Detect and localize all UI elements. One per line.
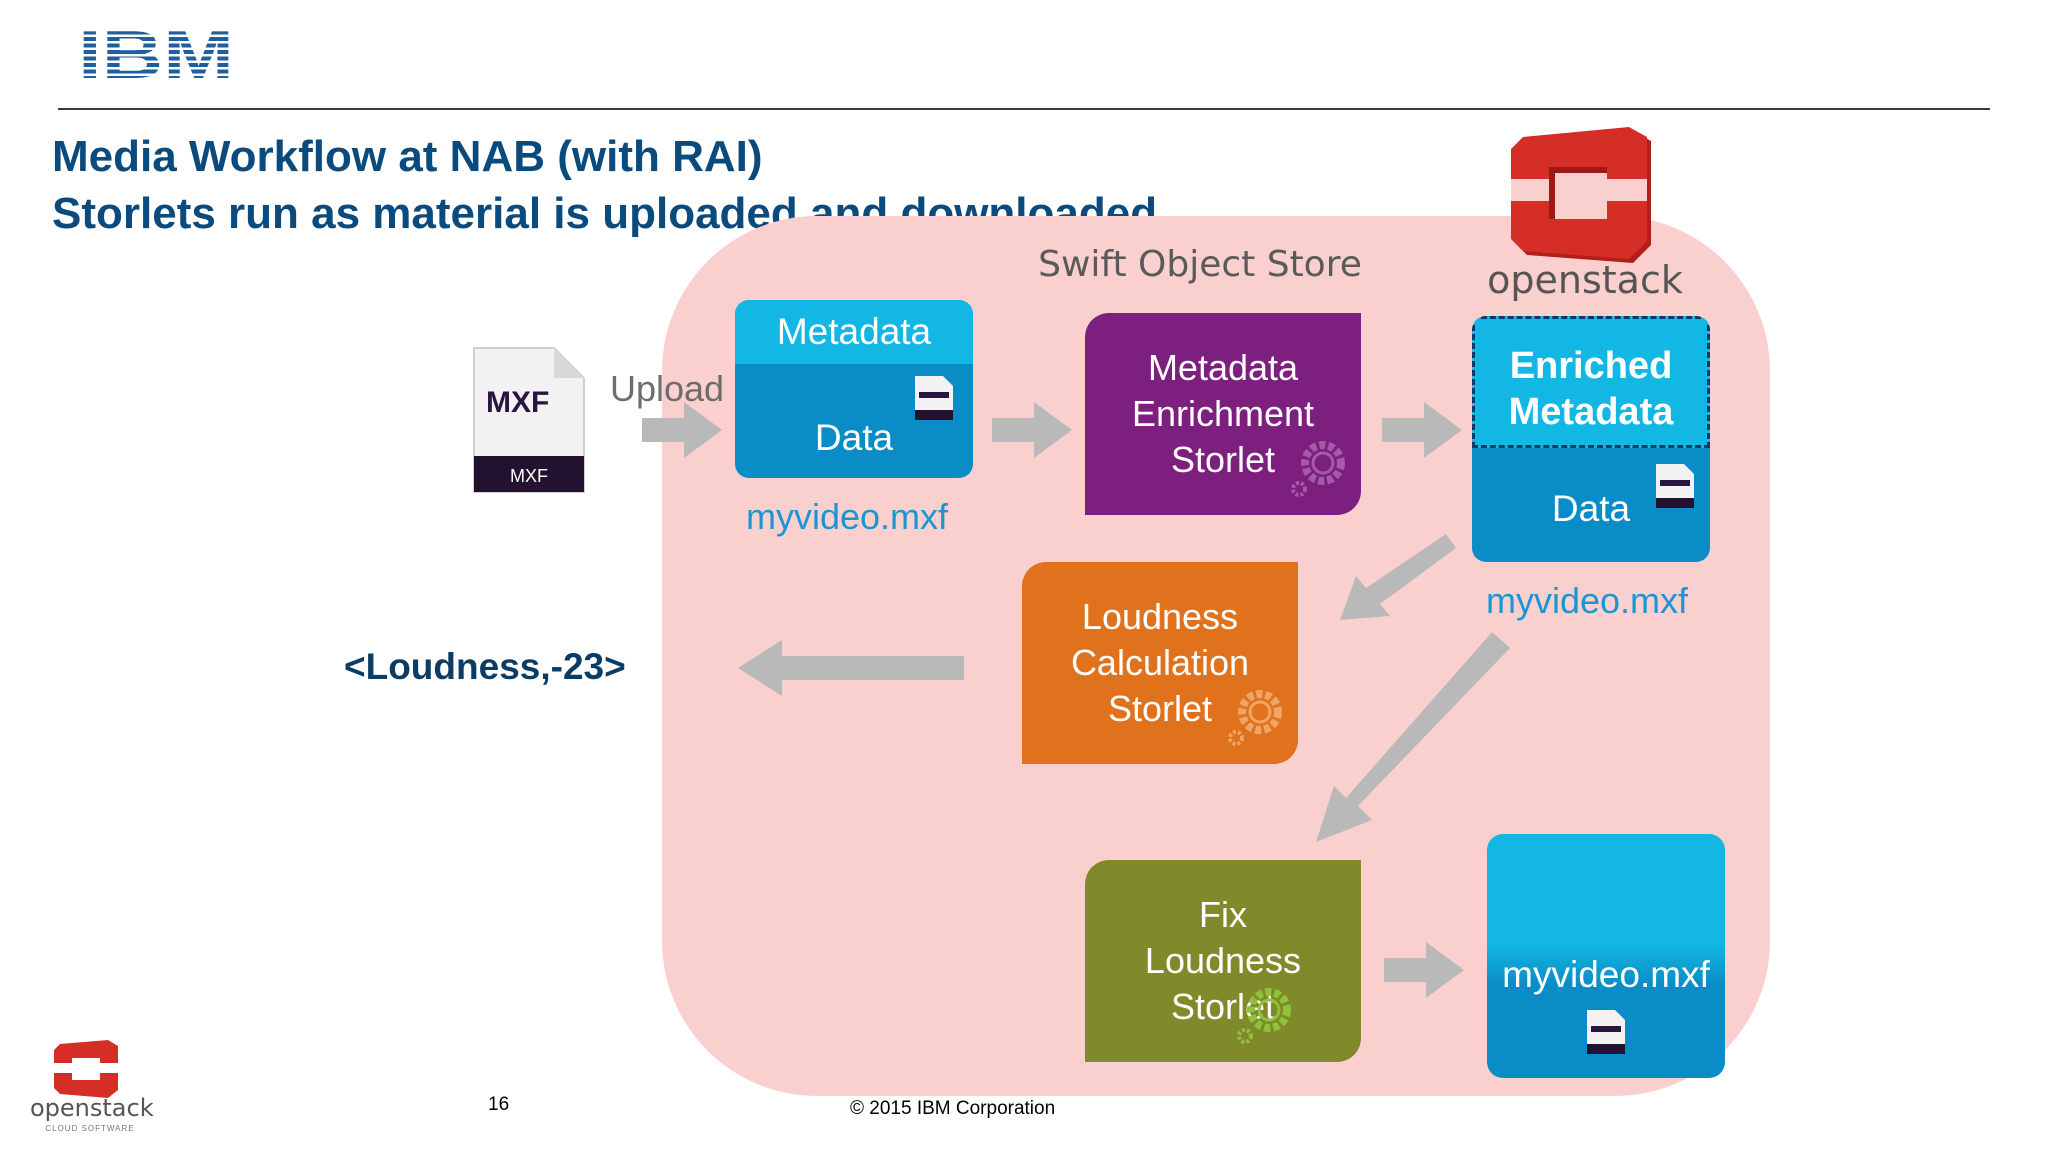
openstack-footer-wordmark: openstack bbox=[30, 1094, 154, 1122]
original-data-label: Data bbox=[814, 417, 894, 458]
arrow-to-enriched-object bbox=[1382, 402, 1462, 458]
enriched-label-line: Metadata bbox=[1508, 391, 1674, 433]
gear-icon bbox=[1228, 690, 1282, 746]
mxf-mini-icon bbox=[915, 376, 953, 420]
mxf-file-logo-text: MXF bbox=[486, 386, 549, 419]
openstack-logo-small-icon bbox=[54, 1040, 118, 1098]
storlet-label-line: Loudness bbox=[1081, 596, 1239, 637]
enriched-label-line: Enriched bbox=[1509, 345, 1673, 387]
original-metadata-label: Metadata bbox=[735, 300, 973, 364]
header-divider bbox=[58, 108, 1990, 110]
upload-label: Upload bbox=[610, 368, 725, 409]
copyright: © 2015 IBM Corporation bbox=[850, 1098, 1056, 1119]
arrow-to-fix-loudness bbox=[1316, 632, 1510, 842]
storlet-label-line: Calculation bbox=[1070, 642, 1250, 683]
arrow-to-enrichment bbox=[992, 402, 1072, 458]
gear-icon bbox=[1237, 988, 1291, 1044]
final-filename: myvideo.mxf bbox=[1502, 954, 1710, 995]
storlet-label-line: Storlet bbox=[1170, 439, 1276, 480]
original-object: Metadata Data bbox=[735, 300, 973, 478]
ibm-logo: IBM bbox=[78, 24, 234, 82]
page-number: 16 bbox=[488, 1094, 510, 1115]
enriched-object: Enriched Metadata Data bbox=[1472, 316, 1710, 562]
storlet-label-line: Storlet bbox=[1170, 986, 1276, 1027]
original-filename: myvideo.mxf bbox=[746, 496, 949, 537]
arrow-to-loudness-calc bbox=[1340, 534, 1456, 620]
title-line-1: Media Workflow at NAB (with RAI) bbox=[52, 132, 763, 181]
mxf-mini-icon bbox=[1656, 464, 1694, 508]
loudness-calculation-storlet: Loudness Calculation Storlet bbox=[1022, 562, 1298, 764]
storlet-label-line: Storlet bbox=[1107, 688, 1213, 729]
mxf-mini-icon bbox=[1587, 1010, 1625, 1054]
storlet-label-line: Loudness bbox=[1144, 940, 1302, 981]
mxf-file-icon: MXF MXF bbox=[470, 344, 588, 496]
enriched-metadata-section: Enriched Metadata bbox=[1472, 316, 1710, 448]
openstack-wordmark: openstack bbox=[1487, 258, 1683, 302]
arrow-to-final-object bbox=[1384, 942, 1464, 998]
enriched-data-label: Data bbox=[1551, 488, 1631, 529]
metadata-enrichment-storlet: Metadata Enrichment Storlet bbox=[1085, 313, 1361, 515]
storlet-label-line: Metadata bbox=[1147, 347, 1299, 388]
openstack-logo-icon bbox=[1511, 127, 1651, 263]
storlet-label-line: Enrichment bbox=[1131, 393, 1315, 434]
mxf-file-label: MXF bbox=[510, 466, 548, 486]
loudness-result: <Loudness,-23> bbox=[344, 646, 626, 687]
upload-arrow bbox=[642, 402, 722, 458]
slide-title: Media Workflow at NAB (with RAI) Storlet… bbox=[52, 128, 1157, 242]
fix-loudness-storlet: Fix Loudness Storlet bbox=[1085, 860, 1361, 1062]
openstack-footer-subtitle: CLOUD SOFTWARE bbox=[45, 1124, 135, 1133]
swift-object-store-label: Swift Object Store bbox=[1038, 244, 1362, 285]
gear-icon bbox=[1291, 441, 1345, 497]
enriched-filename: myvideo.mxf bbox=[1486, 580, 1689, 621]
ibm-logo-text: IBM bbox=[78, 24, 234, 82]
storlet-label-line: Fix bbox=[1199, 894, 1247, 935]
final-object: myvideo.mxf bbox=[1487, 834, 1725, 1078]
loudness-result-arrow bbox=[738, 640, 964, 696]
